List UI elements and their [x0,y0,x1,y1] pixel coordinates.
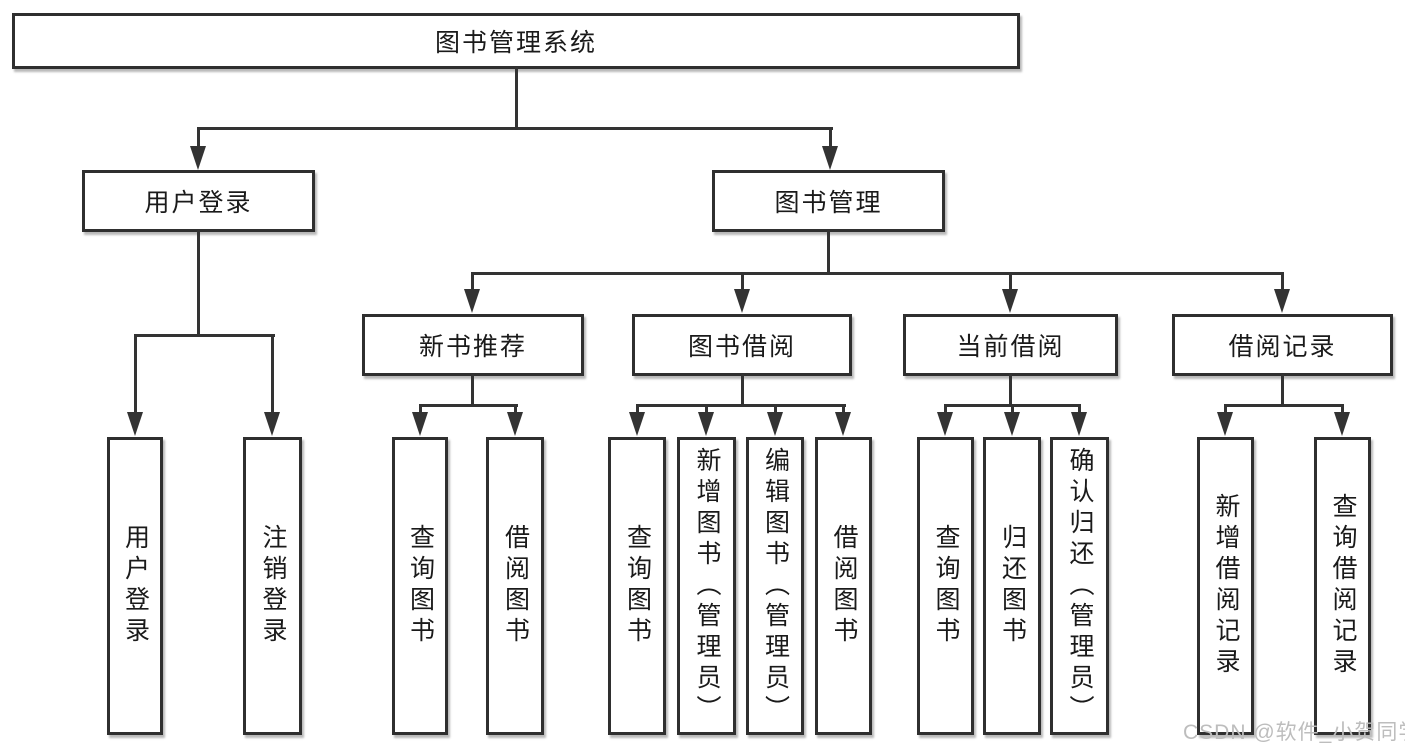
connector-line [419,404,518,407]
connector-line [419,404,422,416]
leaf-return-books: 归还图书 [983,437,1041,735]
connector-line [1281,272,1284,292]
leaf-label: 借阅图书 [501,524,530,648]
connector-line [197,230,200,337]
arrow-down-icon [1217,412,1233,436]
node-book-borrow-label: 图书借阅 [687,333,796,361]
arrow-down-icon [1274,289,1290,313]
connector-line [636,404,639,416]
connector-line [636,404,846,407]
leaf-edit-books-admin: 编辑图书（管理员） [746,437,804,735]
arrow-down-icon [835,412,851,436]
node-borrow-records: 借阅记录 [1172,314,1393,376]
node-current-borrow: 当前借阅 [903,314,1118,376]
arrow-down-icon [464,289,480,313]
leaf-label: 归还图书 [998,524,1027,648]
connector-line [774,404,777,416]
connector-line [1011,404,1014,416]
leaf-label: 查询借阅记录 [1329,493,1357,679]
node-root-label: 图书管理系统 [434,29,597,57]
connector-line [741,374,744,407]
arrow-down-icon [629,412,645,436]
arrow-down-icon [412,412,428,436]
arrow-down-icon [1071,412,1087,436]
connector-line [1224,404,1344,407]
leaf-query-books-borrow: 查询图书 [608,437,666,735]
node-new-book-recommend: 新书推荐 [362,314,584,376]
connector-line [515,67,518,129]
arrow-down-icon [698,412,714,436]
leaf-label: 借阅图书 [830,524,858,648]
connector-line [1009,272,1012,292]
leaf-query-books-current: 查询图书 [917,437,974,735]
arrow-down-icon [507,412,523,436]
leaf-add-borrow-record: 新增借阅记录 [1197,437,1254,735]
node-borrow-records-label: 借阅记录 [1228,333,1337,361]
arrow-down-icon [937,412,953,436]
arrow-down-icon [264,412,280,436]
connector-line [842,404,845,416]
connector-line [134,334,137,416]
arrow-down-icon [767,412,783,436]
arrow-down-icon [1004,412,1020,436]
connector-line [944,404,947,416]
leaf-label: 查询图书 [623,524,652,648]
leaf-user-login: 用户登录 [107,437,163,735]
node-book-borrow: 图书借阅 [632,314,852,376]
node-user-login-label: 用户登录 [144,189,253,217]
leaf-borrow-books-recommend: 借阅图书 [486,437,544,735]
node-root: 图书管理系统 [12,13,1020,69]
connector-line [741,272,744,292]
connector-line [1281,374,1284,407]
arrow-down-icon [127,412,143,436]
connector-line [1009,374,1012,407]
connector-line [197,127,833,130]
arrow-down-icon [190,146,206,170]
connector-line [705,404,708,416]
leaf-label: 编辑图书（管理员） [761,446,790,726]
node-user-login: 用户登录 [82,170,315,232]
leaf-label: 查询图书 [406,524,435,648]
arrow-down-icon [1002,289,1018,313]
connector-line [1224,404,1227,416]
leaf-logout: 注销登录 [243,437,302,735]
connector-line [471,374,474,407]
leaf-query-books-recommend: 查询图书 [392,437,448,735]
watermark: CSDN @软件_小贺同学 [1183,721,1405,744]
leaf-label: 新增借阅记录 [1212,493,1240,679]
leaf-label: 新增图书（管理员） [693,446,721,726]
leaf-label: 确认归还（管理员） [1066,446,1094,726]
node-book-management-label: 图书管理 [774,189,883,217]
node-current-borrow-label: 当前借阅 [956,333,1065,361]
arrow-down-icon [1334,412,1350,436]
node-new-book-recommend-label: 新书推荐 [418,333,527,361]
connector-line [514,404,517,416]
leaf-confirm-return-admin: 确认归还（管理员） [1050,437,1109,735]
connector-line [471,272,1284,275]
connector-line [471,272,474,292]
arrow-down-icon [822,146,838,170]
connector-line [197,127,200,151]
leaf-label: 查询图书 [932,524,960,648]
connector-line [1341,404,1344,416]
connector-line [827,230,830,275]
leaf-label: 注销登录 [259,524,287,648]
node-book-management: 图书管理 [712,170,945,232]
connector-line [829,127,832,151]
leaf-label: 用户登录 [121,524,150,648]
connector-line [134,334,275,337]
leaf-query-borrow-record: 查询借阅记录 [1314,437,1371,735]
connector-line [271,334,274,416]
connector-line [1078,404,1081,416]
leaf-add-books-admin: 新增图书（管理员） [677,437,736,735]
arrow-down-icon [734,289,750,313]
leaf-borrow-books: 借阅图书 [815,437,872,735]
